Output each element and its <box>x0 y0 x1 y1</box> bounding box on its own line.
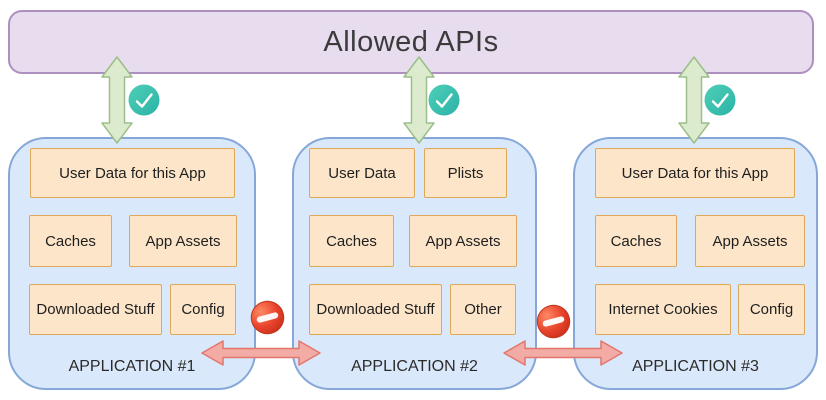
storage-box-caches: Caches <box>29 215 112 267</box>
allowed-apis-title: Allowed APIs <box>323 25 499 58</box>
storage-box-config: Config <box>738 284 805 335</box>
storage-box-user-data: User Data for this App <box>595 148 795 198</box>
no-entry-icon <box>536 304 571 339</box>
application-2-label: APPLICATION #2 <box>351 358 478 375</box>
storage-box-downloaded-stuff: Downloaded Stuff <box>309 284 442 335</box>
blocked-arrow-icon <box>503 340 623 366</box>
no-entry-icon <box>250 300 285 335</box>
storage-box-internet-cookies: Internet Cookies <box>595 284 731 335</box>
storage-box-caches: Caches <box>309 215 394 267</box>
storage-box-other: Other <box>450 284 516 335</box>
storage-box-downloaded-stuff: Downloaded Stuff <box>29 284 162 335</box>
check-circle-icon <box>428 84 460 116</box>
check-circle-icon <box>704 84 736 116</box>
storage-box-app-assets: App Assets <box>409 215 517 267</box>
blocked-arrow-icon <box>201 340 321 366</box>
storage-box-user-data: User Data for this App <box>30 148 235 198</box>
storage-box-config: Config <box>170 284 236 335</box>
storage-box-app-assets: App Assets <box>695 215 805 267</box>
allowed-arrow-icon <box>403 56 435 144</box>
storage-box-app-assets: App Assets <box>129 215 237 267</box>
storage-box-caches: Caches <box>595 215 677 267</box>
check-circle-icon <box>128 84 160 116</box>
storage-box-user-data: User Data <box>309 148 415 198</box>
application-2-container: User Data Plists Caches App Assets Downl… <box>292 137 537 390</box>
storage-box-plists: Plists <box>424 148 507 198</box>
application-3-label: APPLICATION #3 <box>632 358 759 375</box>
application-1-label: APPLICATION #1 <box>68 358 196 375</box>
allowed-arrow-icon <box>101 56 133 144</box>
allowed-arrow-icon <box>678 56 710 144</box>
allowed-apis-bar: Allowed APIs <box>8 10 814 74</box>
